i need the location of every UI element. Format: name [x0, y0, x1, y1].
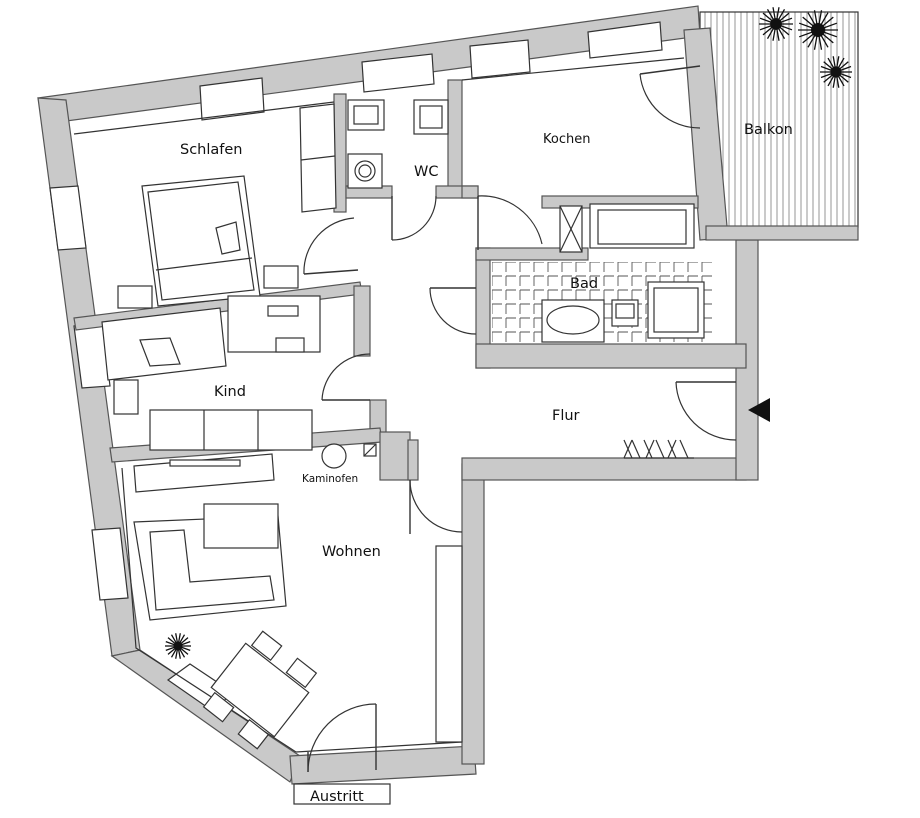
- room-label-wc: WC: [414, 164, 438, 180]
- room-label-bad: Bad: [570, 276, 598, 292]
- plant-icon: [759, 7, 793, 41]
- doors: [303, 65, 737, 773]
- plant-icon: [165, 7, 852, 659]
- bathroom-fixtures: [541, 281, 705, 343]
- living-room-furniture: [133, 443, 463, 750]
- windows: [49, 21, 663, 805]
- room-label-balkon: Balkon: [744, 122, 793, 138]
- wc-fixtures: [347, 99, 449, 189]
- plant-icon: [820, 56, 852, 88]
- room-label-wohnen: Wohnen: [322, 544, 381, 560]
- kids-room-furniture: [101, 295, 321, 451]
- shoe-rack: [623, 439, 694, 459]
- room-label-kochen: Kochen: [543, 132, 590, 147]
- entrance-arrow-icon: [748, 398, 770, 422]
- label-austritt: Austritt: [310, 789, 364, 805]
- room-label-kind: Kind: [214, 384, 246, 400]
- plant-icon: [798, 10, 838, 50]
- label-kaminofen: Kaminofen: [302, 473, 358, 485]
- room-label-flur: Flur: [552, 408, 580, 424]
- kitchen-furniture: [299, 103, 695, 253]
- room-label-schlafen: Schlafen: [180, 142, 243, 158]
- plant-icon: [165, 633, 191, 659]
- room-outlines: [73, 57, 685, 753]
- room-labels: Schlafen WC Kochen Balkon Bad Kind Flur …: [180, 122, 793, 805]
- double-bed: [117, 175, 299, 309]
- balcony: [699, 11, 859, 228]
